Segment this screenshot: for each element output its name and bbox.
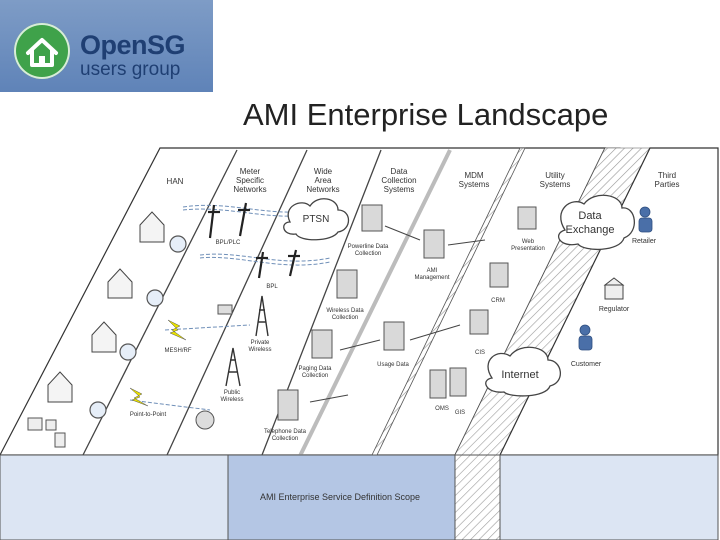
powerline-1: Powerline Data: [348, 244, 389, 250]
data-flow-arrows: [309, 225, 486, 403]
paging-2: Collection: [302, 373, 328, 379]
public-wireless-2: Wireless: [220, 397, 243, 403]
oms-label: OMS: [435, 406, 449, 412]
paging-1: Paging Data: [298, 366, 332, 372]
mesh-label: MESH/RF: [165, 348, 192, 354]
pstn-label: PTSN: [303, 214, 330, 225]
col-wan-2: Area: [315, 176, 332, 185]
telephone-2: Collection: [272, 436, 298, 442]
front-scope: [227, 454, 456, 540]
col-util-1: Utility: [545, 171, 565, 180]
front-scope-side: [454, 454, 501, 540]
usage-label: Usage Data: [377, 362, 409, 368]
gis-label: GIS: [455, 410, 465, 416]
col-mdm-1: MDM: [464, 171, 483, 180]
customer-label: Customer: [571, 361, 602, 368]
house-icon: [14, 23, 70, 79]
powerline-2: Collection: [355, 251, 381, 257]
private-wireless-1: Private: [251, 340, 270, 346]
wireless-2: Collection: [332, 315, 358, 321]
regulator-building-icon: [603, 277, 625, 300]
ami-1: AMI: [427, 268, 438, 274]
ami-2: Management: [414, 275, 449, 281]
bpl-label: BPL: [266, 284, 278, 290]
opensg-logo: OpenSG users group: [0, 0, 213, 92]
page-title: AMI Enterprise Landscape: [243, 97, 609, 132]
web-1: Web: [522, 239, 535, 245]
internet-label: Internet: [501, 369, 538, 381]
front-right: [499, 454, 719, 540]
house-icons: [47, 211, 165, 403]
front-left: [0, 454, 229, 540]
internet-cloud-icon: Internet: [485, 346, 561, 397]
exchange-label-2: Exchange: [566, 224, 615, 236]
col-dcs-2: Collection: [381, 176, 416, 185]
col-wan-1: Wide: [314, 167, 333, 176]
col-mdm-2: Systems: [459, 180, 490, 189]
bpl-plc-label: BPL/PLC: [216, 240, 241, 246]
pstn-cloud-icon: PTSN: [283, 198, 350, 241]
people-icons: [578, 206, 653, 351]
wireless-1: Wireless Data: [326, 308, 364, 314]
telephone-1: Telephone Data: [264, 429, 307, 435]
power-tower-icons: [208, 202, 300, 279]
crm-label: CRM: [491, 298, 505, 304]
scope-label: AMI Enterprise Service Definition Scope: [260, 492, 420, 502]
col-han: HAN: [167, 177, 184, 186]
web-2: Presentation: [511, 246, 545, 252]
data-exchange-cloud-icon: Data Exchange: [558, 194, 635, 250]
retailer-label: Retailer: [632, 238, 657, 245]
logo-subtitle: users group: [80, 59, 181, 80]
col-wan-3: Networks: [306, 185, 339, 194]
meter-icons: [89, 235, 187, 419]
col-third-1: Third: [658, 171, 676, 180]
p2p-label: Point-to-Point: [130, 412, 167, 418]
col-meter-1: Meter: [240, 167, 261, 176]
home-device-icons: [27, 417, 66, 448]
cis-label: CIS: [475, 350, 485, 356]
lightning-icons: [129, 319, 187, 407]
radio-tower-icons: [225, 295, 269, 387]
col-dcs-3: Systems: [384, 185, 415, 194]
regulator-label: Regulator: [599, 306, 630, 313]
server-icons: [277, 204, 537, 421]
modem-icon: [217, 304, 233, 315]
col-dcs-1: Data: [391, 167, 408, 176]
col-meter-3: Networks: [233, 185, 266, 194]
col-util-2: Systems: [540, 180, 571, 189]
private-wireless-2: Wireless: [248, 347, 271, 353]
dish-icon: [195, 410, 215, 430]
exchange-label-1: Data: [578, 210, 602, 222]
col-third-2: Parties: [655, 180, 680, 189]
logo-name: OpenSG: [80, 30, 186, 60]
col-meter-2: Specific: [236, 176, 264, 185]
public-wireless-1: Public: [224, 390, 240, 396]
